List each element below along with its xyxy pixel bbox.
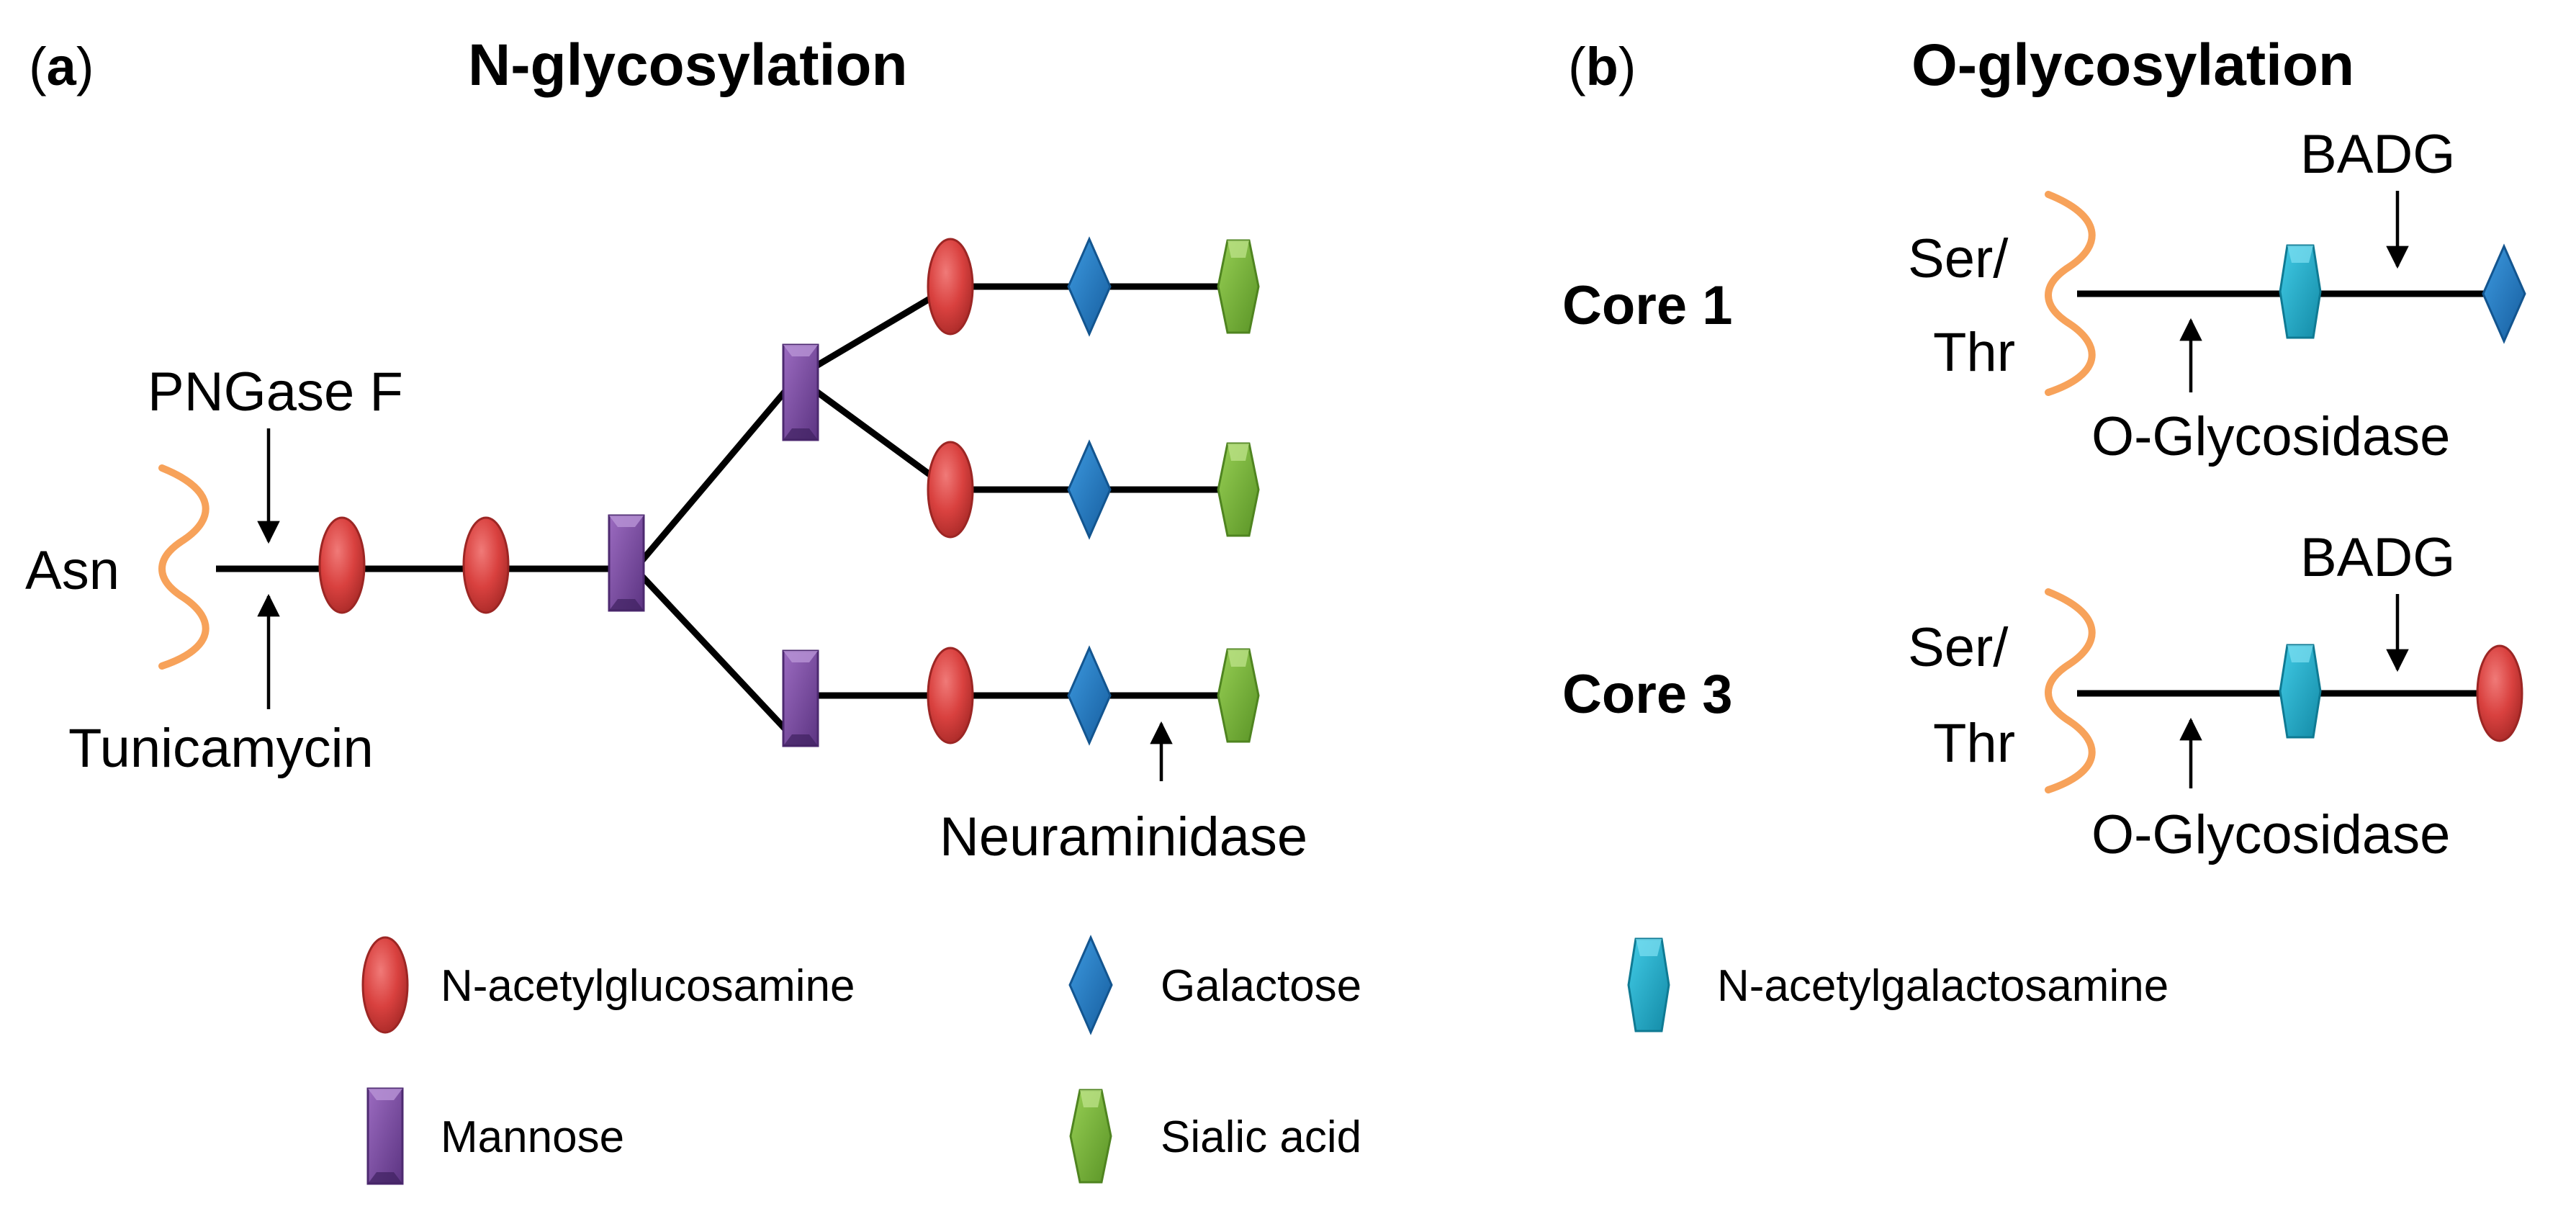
legend-glcnac-icon	[361, 936, 409, 1034]
legend-galactose-label: Galactose	[1161, 961, 1361, 1011]
core3-residue-line2: Thr	[1933, 713, 2015, 774]
sialic-antenna-2	[1217, 442, 1260, 537]
core1-residue-line2: Thr	[1933, 322, 2015, 383]
core3-label: Core 3	[1562, 664, 1733, 725]
core1-oglycosidase-label: O-Glycosidase	[2091, 406, 2450, 467]
core1-badg-label: BADG	[2300, 124, 2455, 185]
core3-oglycosidase-label: O-Glycosidase	[2091, 804, 2450, 865]
glcnac-core-2	[462, 516, 510, 614]
core3-structure: Core 3 Ser/ Thr BADG O-Glycosidase	[1562, 527, 2523, 865]
legend-sialic-label: Sialic acid	[1161, 1112, 1361, 1162]
glcnac-antenna-2	[927, 441, 974, 539]
antenna-bond-1	[795, 284, 953, 380]
core3-galnac	[2279, 644, 2322, 739]
panel-a-title: N-glycosylation	[468, 32, 908, 98]
core3-badg-label: BADG	[2300, 527, 2455, 588]
panel-b-label: (b)	[1568, 37, 1636, 96]
legend-mannose-label: Mannose	[441, 1112, 624, 1162]
antenna-bond-2	[795, 374, 953, 492]
galactose-antenna-1	[1067, 238, 1112, 336]
mannose-core	[608, 514, 645, 612]
core1-structure: Core 1 Ser/ Thr BADG O-Glycosidase	[1562, 124, 2526, 467]
glcnac-core-1	[318, 516, 366, 614]
mannose-branch-lower	[782, 649, 819, 747]
core3-residue-squiggle	[2045, 588, 2096, 793]
asn-label: Asn	[25, 540, 120, 601]
mannose-branch-upper	[782, 343, 819, 441]
core1-residue-squiggle	[2045, 191, 2096, 396]
neuraminidase-label: Neuraminidase	[940, 806, 1307, 868]
glcnac-antenna-1	[927, 238, 974, 336]
legend-galactose-icon	[1068, 936, 1113, 1034]
legend-galnac-icon	[1627, 937, 1670, 1032]
branch-bond-lower	[632, 566, 800, 744]
core1-label: Core 1	[1562, 275, 1733, 336]
pngase-f-label: PNGase F	[148, 361, 403, 423]
core3-residue-line1: Ser/	[1908, 617, 2009, 678]
legend-galnac-label: N-acetylgalactosamine	[1717, 961, 2169, 1011]
panel-b-title: O-glycosylation	[1911, 32, 2354, 98]
legend-sialic-icon	[1069, 1089, 1112, 1184]
glcnac-antenna-3	[927, 647, 974, 744]
legend: N-acetylglucosamine Galactose N-acetylga…	[361, 936, 2169, 1185]
core3-glcnac	[2476, 644, 2523, 742]
core1-galnac	[2279, 244, 2322, 339]
panel-a-label: (a)	[29, 37, 94, 96]
core1-galactose	[2482, 245, 2526, 343]
legend-mannose-icon	[366, 1087, 404, 1185]
tunicamycin-label: Tunicamycin	[68, 718, 374, 779]
panel-b: (b) O-glycosylation Core 1 Ser/ Thr BADG…	[1562, 32, 2526, 865]
sialic-antenna-1	[1217, 239, 1260, 334]
core1-residue-line1: Ser/	[1908, 228, 2009, 289]
panel-a: (a) N-glycosylation Asn PNGase F Tunicam…	[25, 32, 1307, 868]
asn-residue-squiggle	[158, 464, 210, 670]
galactose-antenna-3	[1067, 647, 1112, 744]
branch-bond-upper	[632, 375, 800, 571]
galactose-antenna-2	[1067, 441, 1112, 539]
legend-glcnac-label: N-acetylglucosamine	[441, 961, 855, 1011]
sialic-antenna-3	[1217, 648, 1260, 743]
